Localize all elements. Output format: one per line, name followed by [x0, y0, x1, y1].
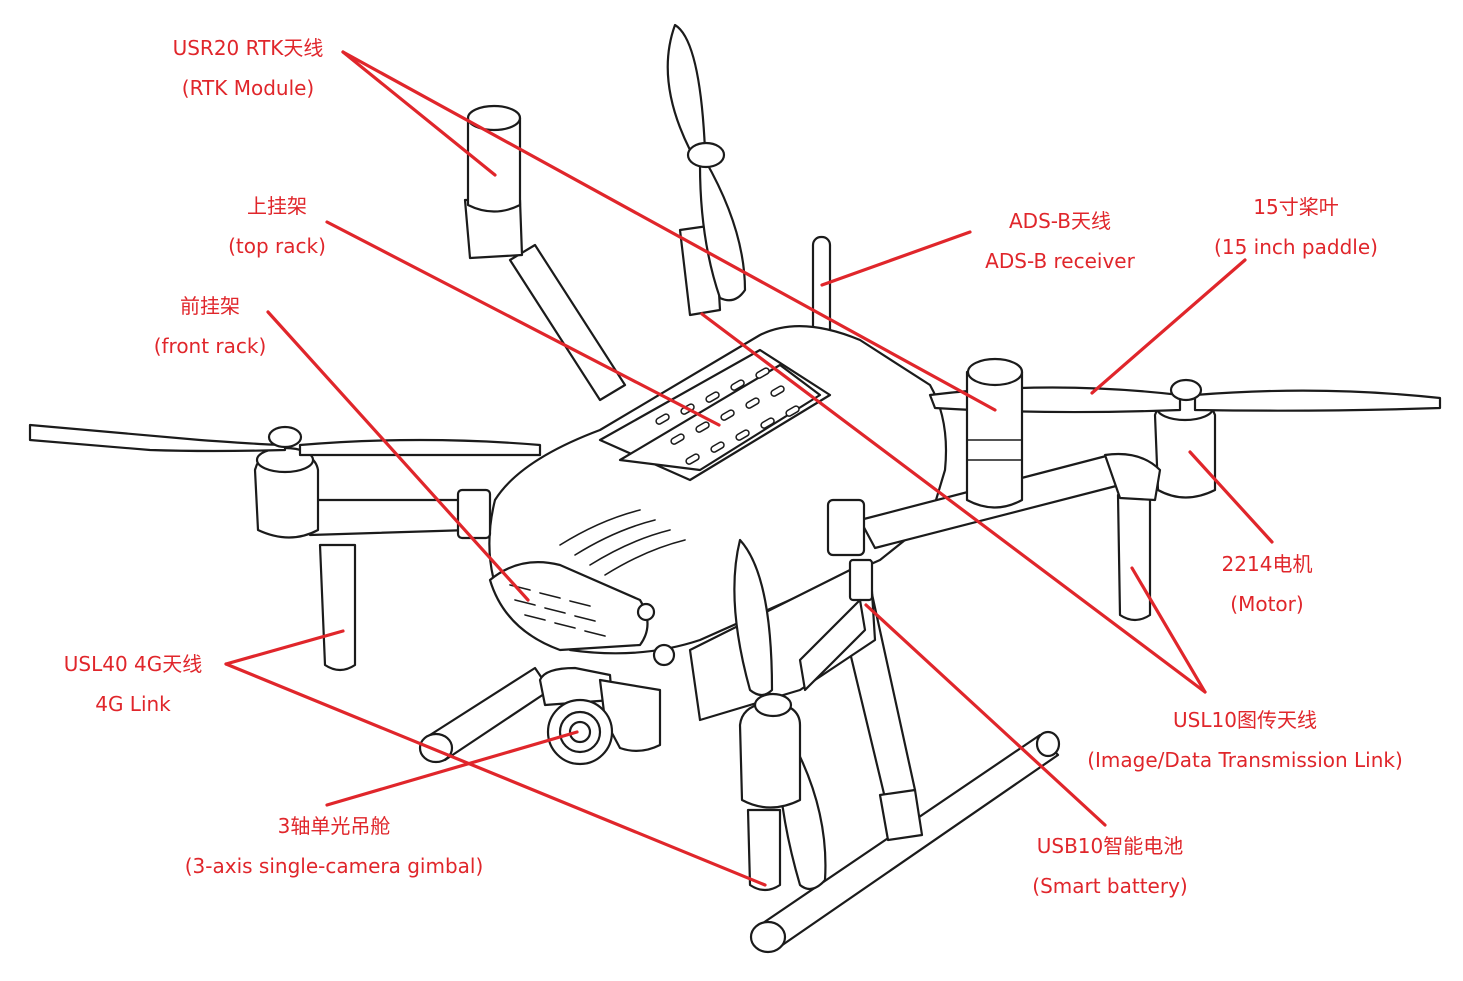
- label-front-rack: 前挂架 (front rack): [154, 286, 267, 366]
- gimbal: [538, 666, 662, 766]
- left-arm: [28, 423, 542, 672]
- front-propeller: [733, 498, 867, 892]
- battery: [688, 558, 877, 722]
- label-image-link-zh: USL10图传天线: [1173, 708, 1317, 732]
- label-top-rack-en: (top rack): [228, 234, 326, 258]
- label-adsb-zh: ADS-B天线: [1008, 209, 1112, 233]
- label-adsb-en: ADS-B receiver: [985, 249, 1135, 273]
- label-rtk-antenna-en: (RTK Module): [181, 76, 315, 100]
- leader-lines: [224, 50, 1274, 887]
- label-battery: USB10智能电池 (Smart battery): [1032, 826, 1187, 906]
- label-paddle-zh: 15寸桨叶: [1253, 195, 1339, 219]
- label-paddle: 15寸桨叶 (15 inch paddle): [1214, 187, 1378, 267]
- label-4g-link: USL40 4G天线 4G Link: [64, 644, 203, 724]
- label-front-rack-zh: 前挂架: [179, 294, 240, 318]
- label-adsb: ADS-B天线 ADS-B receiver: [985, 201, 1135, 281]
- label-gimbal-zh: 3轴单光吊舱: [277, 814, 391, 838]
- label-gimbal: 3轴单光吊舱 (3-axis single-camera gimbal): [185, 806, 484, 886]
- label-front-rack-en: (front rack): [153, 334, 267, 358]
- label-rtk-antenna: USR20 RTK天线 (RTK Module): [173, 28, 324, 108]
- drone-body: [488, 325, 948, 667]
- top-rack-slots: [655, 367, 800, 465]
- label-motor-zh: 2214电机: [1221, 552, 1313, 576]
- label-motor-en: (Motor): [1230, 592, 1304, 616]
- rear-arms: [463, 198, 722, 402]
- label-top-rack-zh: 上挂架: [246, 194, 307, 218]
- label-motor: 2214电机 (Motor): [1222, 544, 1313, 624]
- label-rtk-antenna-zh: USR20 RTK天线: [172, 36, 324, 60]
- label-battery-zh: USB10智能电池: [1036, 834, 1184, 858]
- rtk-antenna-rear: [466, 104, 522, 213]
- label-4g-link-en: 4G Link: [95, 692, 171, 716]
- label-paddle-en: (15 inch paddle): [1214, 235, 1378, 259]
- label-battery-en: (Smart battery): [1032, 874, 1188, 898]
- label-image-link: USL10图传天线 (Image/Data Transmission Link): [1087, 700, 1403, 780]
- rtk-antenna-front: [965, 357, 1024, 509]
- label-top-rack: 上挂架 (top rack): [228, 186, 326, 266]
- front-rack-slots: [509, 584, 606, 637]
- label-image-link-en: (Image/Data Transmission Link): [1087, 748, 1403, 772]
- label-gimbal-en: (3-axis single-camera gimbal): [184, 854, 484, 878]
- label-4g-link-zh: USL40 4G天线: [63, 652, 203, 676]
